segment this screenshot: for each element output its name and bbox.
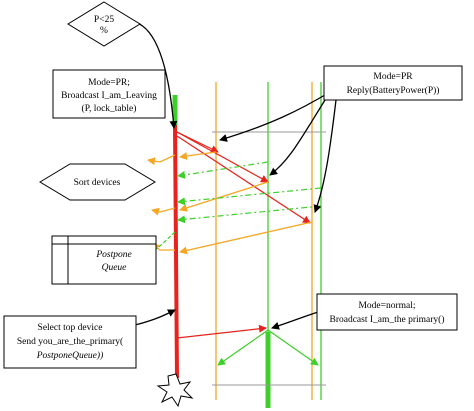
green-dash-arrow-3 (177, 205, 322, 224)
orange-arrow-3 (179, 221, 313, 255)
postpone-queue-line1: Postpone (95, 250, 131, 260)
box-select-top-line1: Select top device (38, 323, 103, 333)
decision-diamond: P<25 % (67, 1, 141, 47)
orange-arrow-to-sort-1 (147, 154, 176, 166)
leaving-device-lifeline (173, 124, 179, 379)
termination-burst-icon (156, 373, 194, 408)
red-arrow-4 (176, 324, 267, 339)
green-dash-arrow-1 (177, 161, 269, 179)
box-pr-reply: Mode=PR Reply(BatteryPower(P)) (323, 65, 463, 101)
box-normal-line1: Mode=normal; (358, 301, 415, 311)
red-arrow-1 (176, 131, 269, 183)
box-pr-leaving: Mode=PR; Broadcast I_am_Leaving (P, lock… (52, 69, 166, 119)
box-select-top-line3: PostponeQueue)) (36, 350, 103, 361)
box-pr-leaving-line2: Broadcast I_am_Leaving (61, 91, 157, 101)
sort-devices-label: Sort devices (74, 178, 121, 188)
postpone-queue-line2: Queue (102, 263, 127, 273)
box-select-top-line2: Send you_are_the_primary( (17, 336, 123, 347)
orange-arrow-to-sort-2 (151, 207, 176, 216)
connector-pr-reply-right (269, 91, 331, 176)
connector-pr-reply-far (313, 99, 337, 213)
decision-label-line1: P<25 (94, 15, 114, 25)
connector-pr-reply-left (219, 91, 331, 142)
orange-arrow-1 (179, 151, 217, 160)
box-normal: Mode=normal; Broadcast I_am_the primary(… (316, 293, 458, 331)
green-fan-left (217, 329, 269, 366)
decision-label-line2: % (100, 26, 108, 36)
postpone-queue-table: Postpone Queue (51, 235, 157, 285)
green-fan-right (267, 329, 319, 366)
connector-decision-to-lifeline (134, 21, 178, 129)
connector-select-top (134, 309, 176, 326)
box-pr-reply-line1: Mode=PR (373, 72, 413, 82)
green-dash-arrow-2 (177, 187, 322, 206)
box-normal-line2: Broadcast I_am_the primary() (329, 314, 444, 325)
box-select-top: Select top device Send you_are_the_prima… (3, 315, 137, 369)
box-pr-leaving-line3: (P, lock_table) (82, 103, 137, 114)
red-arrow-2 (176, 131, 219, 153)
box-pr-reply-line2: Reply(BatteryPower(P)) (347, 85, 440, 96)
connector-normal (271, 311, 319, 330)
sort-devices-hexagon: Sort devices (39, 163, 156, 201)
red-arrow-3 (176, 135, 311, 224)
box-pr-leaving-line1: Mode=PR; (88, 78, 130, 88)
orange-arrow-2 (179, 181, 269, 212)
